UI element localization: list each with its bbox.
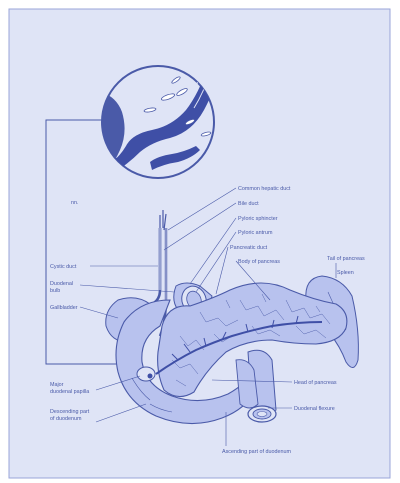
label-cystic-duct: Cystic duct: [50, 264, 77, 270]
label-body-of-pancreas: Body of pancreas: [238, 259, 280, 265]
label-ascending-part: Ascending part of duodenum: [222, 449, 291, 455]
label-gallbladder: Gallbladder: [50, 305, 78, 311]
label-pyloric-antrum: Pyloric antrum: [238, 230, 273, 236]
label-descending-line1: Descending part: [50, 409, 90, 415]
label-spleen: Spleen: [337, 270, 354, 276]
label-major-papilla-line1: Major: [50, 382, 64, 388]
label-duodenal-bulb-line2: bulb: [50, 288, 60, 294]
label-pyloric-sphincter: Pyloric sphincter: [238, 216, 278, 222]
label-duodenal-flexure: Duodenal flexure: [294, 406, 335, 412]
label-major-papilla-line2: duodenal papilla: [50, 389, 89, 395]
label-pancreatic-duct: Pancreatic duct: [230, 245, 268, 251]
small-mark: nn.: [71, 200, 79, 206]
label-bile-duct: Bile duct: [238, 201, 259, 207]
label-descending-line2: of duodenum: [50, 416, 82, 422]
label-tail-of-pancreas: Tail of pancreas: [327, 256, 365, 262]
major-duodenal-papilla: [137, 367, 155, 381]
label-common-hepatic-duct: Common hepatic duct: [238, 186, 291, 192]
label-duodenal-bulb-line1: Duodenal: [50, 281, 73, 287]
label-head-of-pancreas: Head of pancreas: [294, 380, 337, 386]
